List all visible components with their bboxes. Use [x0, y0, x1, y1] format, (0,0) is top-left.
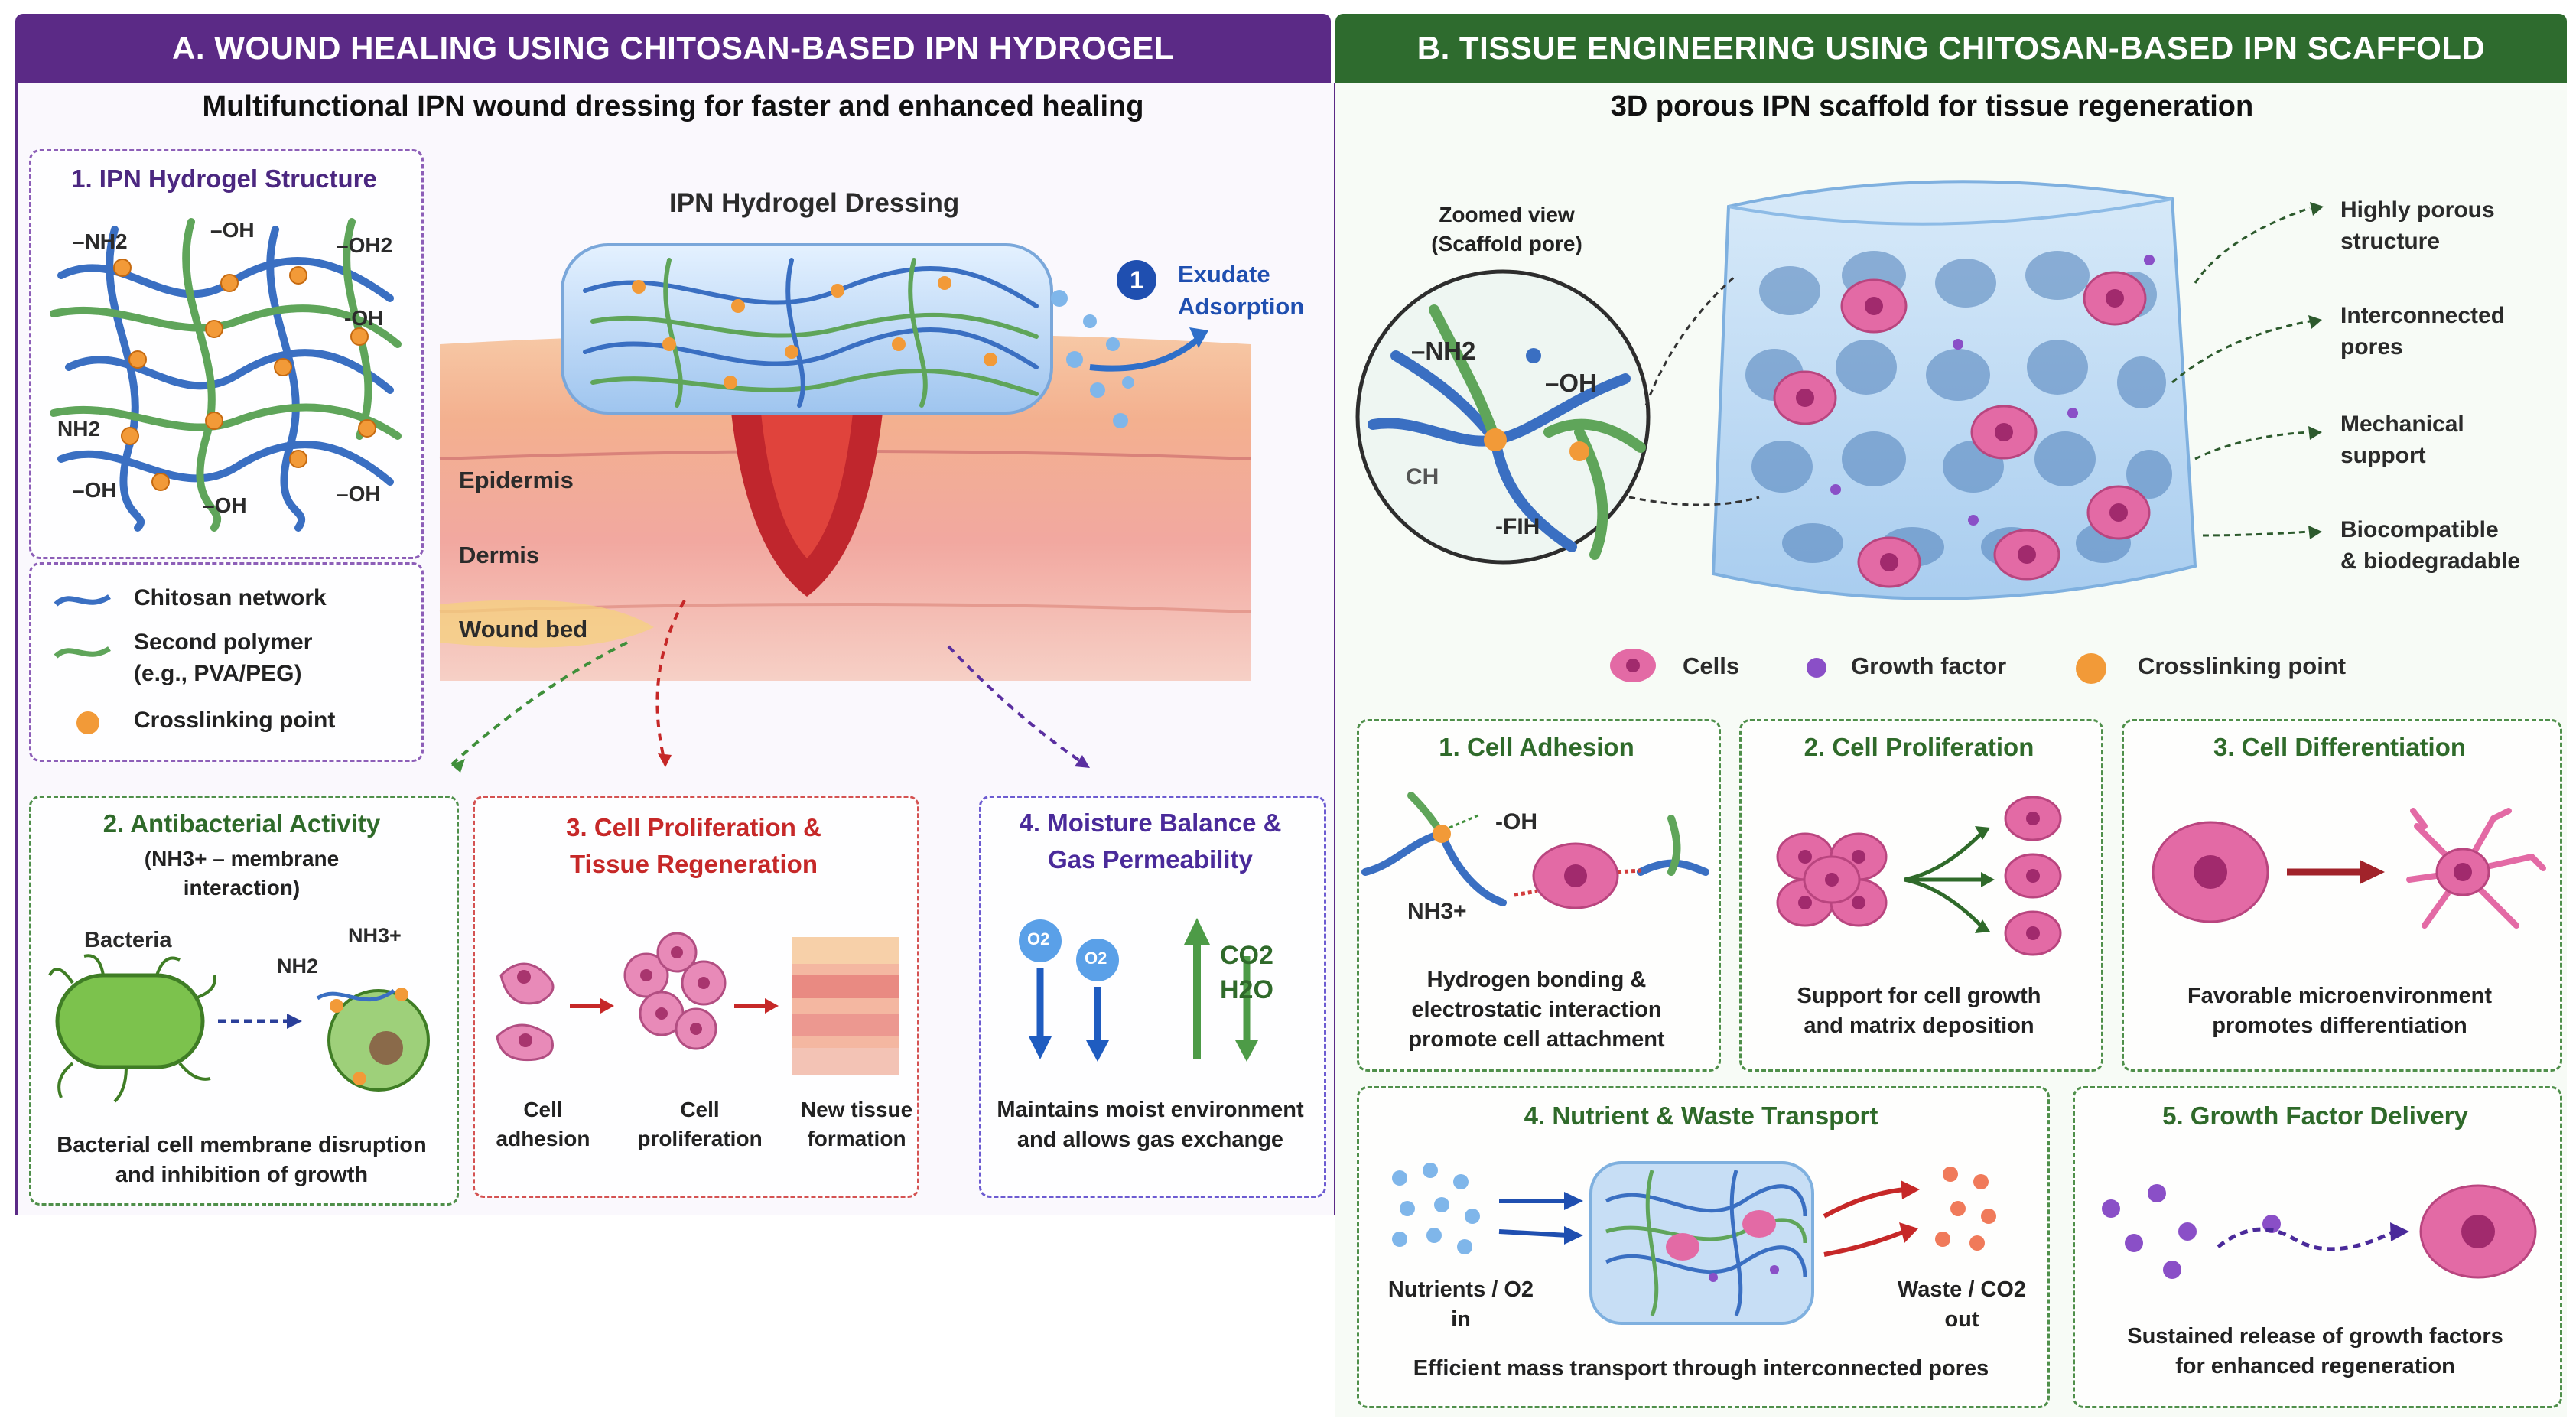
feature-porous: Highly porous structure [2340, 197, 2495, 254]
transport-caption: Efficient mass transport through interco… [1413, 1356, 1989, 1381]
header-tissue-engineering: B. TISSUE ENGINEERING USING CHITOSAN-BAS… [1335, 14, 2567, 83]
adhesion-caption: Hydrogen bonding & electrostatic interac… [1408, 968, 1665, 1053]
h2o-label: H2O [1220, 975, 1273, 1004]
legend-chitosan-label: Chitosan network [134, 585, 327, 610]
group-nh2-left: NH2 [57, 417, 101, 441]
legend-cells: Cells [1683, 652, 1740, 679]
differentiation-title: 3. Cell Differentiation [2213, 733, 2467, 761]
header-wound-healing: A. WOUND HEALING USING CHITOSAN-BASED IP… [15, 14, 1331, 83]
o2-bubble-2: O2 [1085, 949, 1107, 968]
gas-exchange-diagram [1019, 918, 1258, 1062]
group-oh-top: –OH [210, 218, 255, 242]
feature-biocompatible: Biocompatible & biodegradable [2340, 517, 2521, 574]
adhesion-title: 1. Cell Adhesion [1439, 733, 1634, 761]
box-cell-adhesion [1357, 719, 1721, 1072]
moisture-title: 4. Moisture Balance & Gas Permeability [1019, 809, 1282, 874]
dressing-title: IPN Hydrogel Dressing [669, 188, 960, 218]
proliferation-title: 3. Cell Proliferation & Tissue Regenerat… [566, 813, 821, 878]
antibacterial-title: 2. Antibacterial Activity [102, 809, 381, 838]
step-new-tissue: New tissue formation [800, 1098, 913, 1150]
bacteria-nh3: NH3+ [348, 924, 402, 947]
transport-title: 4. Nutrient & Waste Transport [1524, 1101, 1878, 1130]
transport-out-label: Waste / CO2 out [1897, 1277, 2027, 1333]
group-oh2: –OH2 [337, 233, 393, 257]
adhesion-diagram [1361, 792, 1709, 909]
box-ipn-structure [29, 149, 424, 559]
group-oh-bl: –OH [73, 478, 117, 502]
subtitle-wound-healing: Multifunctional IPN wound dressing for f… [202, 90, 1144, 122]
group-nh2-top: –NH2 [73, 229, 128, 253]
bacteria-label: Bacteria [84, 928, 172, 952]
delivery-caption: Sustained release of growth factors for … [2127, 1324, 2503, 1379]
proliferation-diagram [496, 932, 899, 1075]
antibacterial-caption: Bacterial cell membrane disruption and i… [57, 1133, 427, 1188]
legend-growth-factor-icon [1807, 658, 1826, 678]
exudate-badge: 1 [1117, 260, 1156, 300]
layer-dermis: Dermis [459, 542, 540, 568]
zoom-fih: -FIH [1495, 514, 1540, 539]
co2-label: CO2 [1220, 941, 1273, 970]
step-cell-proliferation: Cell proliferation [637, 1098, 763, 1150]
scaffold-proliferation-title: 2. Cell Proliferation [1804, 733, 2034, 761]
legend-crosslinking-point: Crosslinking point [2138, 652, 2347, 679]
legend-growth-factor: Growth factor [1851, 652, 2007, 679]
zoom-oh: –OH [1545, 369, 1597, 397]
legend-crosslink-point-icon [2076, 653, 2106, 684]
group-oh-bm: –OH [203, 493, 247, 517]
legend-crosslink-label: Crosslinking point [134, 708, 336, 733]
skin-wound-diagram [439, 243, 1251, 681]
o2-bubble-1: O2 [1027, 929, 1050, 949]
legend-crosslink-icon [76, 711, 99, 734]
legend-polymer-icon [54, 646, 111, 659]
zoom-nh2: –NH2 [1411, 337, 1476, 365]
step-cell-adhesion: Cell adhesion [496, 1098, 590, 1150]
feature-leaders [1628, 202, 2324, 539]
group-oh-right: -OH [344, 306, 384, 330]
scaffold-diagram [1711, 180, 2197, 600]
zoom-ch: CH [1406, 464, 1439, 490]
subtitle-tissue-engineering: 3D porous IPN scaffold for tissue regene… [1610, 90, 2254, 122]
ipn-network-diagram [50, 218, 402, 532]
zoom-pore-diagram [1355, 269, 1651, 565]
layer-epidermis: Epidermis [459, 467, 574, 493]
scaffold-proliferation-diagram [1776, 796, 2062, 956]
moisture-caption: Maintains moist environment and allows g… [997, 1098, 1304, 1153]
bacteria-nh2: NH2 [277, 955, 319, 978]
delivery-diagram [2102, 1184, 2537, 1279]
differentiation-caption: Favorable microenvironment promotes diff… [2187, 984, 2493, 1039]
adhesion-nh3: NH3+ [1407, 899, 1467, 924]
legend-polymer-label: Second polymer (e.g., PVA/PEG) [134, 630, 313, 686]
structure-title: 1. IPN Hydrogel Structure [71, 164, 377, 193]
transport-in-label: Nutrients / O2 in [1387, 1277, 1534, 1333]
antibacterial-subtitle: (NH3+ – membrane interaction) [144, 847, 340, 900]
exudate-label: Exudate Adsorption [1178, 261, 1305, 320]
legend-chitosan-icon [54, 594, 111, 607]
legend-cell-icon [1610, 649, 1656, 682]
delivery-title: 5. Growth Factor Delivery [2162, 1101, 2468, 1130]
group-oh-br: –OH [337, 482, 381, 506]
feature-interconnected: Interconnected pores [2340, 303, 2506, 360]
connector-arrows [450, 599, 1090, 773]
scaffold-proliferation-caption: Support for cell growth and matrix depos… [1797, 984, 2041, 1039]
feature-mechanical: Mechanical support [2340, 412, 2464, 468]
adhesion-oh: -OH [1495, 809, 1537, 835]
differentiation-diagram [2152, 808, 2546, 929]
layer-wound-bed: Wound bed [459, 616, 588, 643]
zoom-label: Zoomed view (Scaffold pore) [1431, 203, 1582, 255]
transport-diagram [1392, 1161, 1996, 1325]
bacteria-diagram [48, 954, 430, 1103]
